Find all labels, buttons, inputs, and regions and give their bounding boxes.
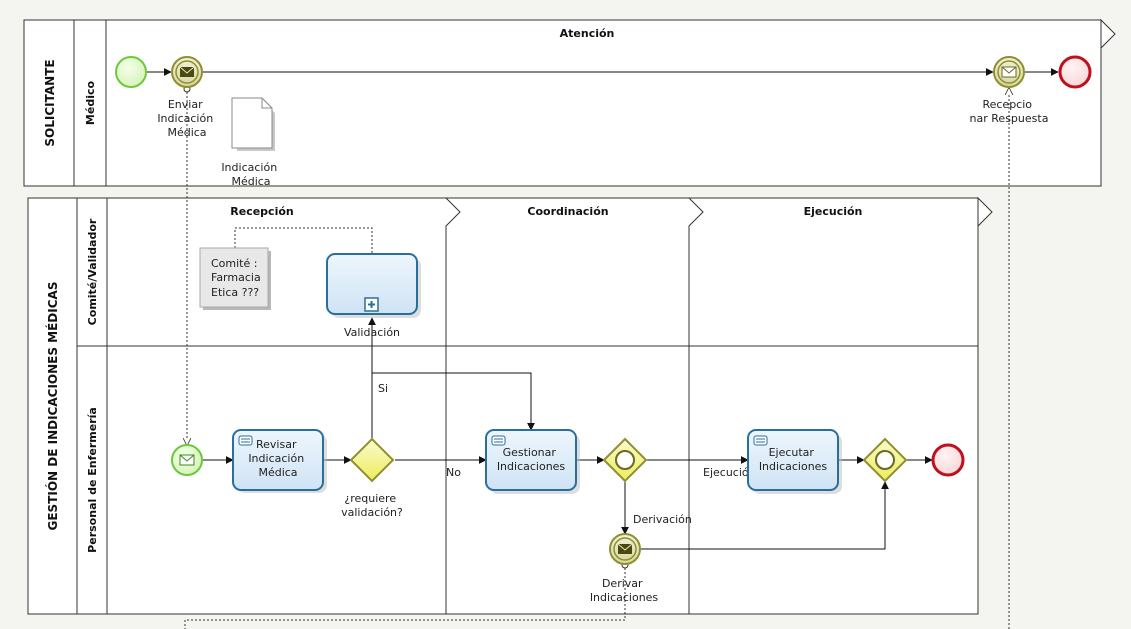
pool-title: GESTIÓN DE INDICACIONES MÉDICAS — [45, 282, 60, 531]
flow-label-yes: Si — [378, 382, 388, 395]
task-gestionar[interactable] — [485, 429, 580, 494]
document-icon[interactable] — [231, 97, 275, 151]
gateway-inclusive[interactable] — [602, 437, 648, 483]
phase-title: Coordinación — [527, 205, 608, 218]
derive-message-event[interactable] — [609, 533, 641, 565]
message-start-event[interactable] — [171, 444, 203, 476]
pool-solicitante: SOLICITANTE Médico Atención — [23, 18, 1116, 187]
lane-title: Comité/Validador — [86, 218, 99, 325]
task-revisar[interactable] — [232, 429, 327, 493]
flow-label-derivation: Derivación — [633, 513, 692, 526]
start-event[interactable] — [115, 56, 147, 88]
phase-title: Atención — [560, 27, 615, 40]
annotation-note[interactable] — [199, 247, 271, 310]
event-label: Derivar Indicaciones — [590, 577, 659, 604]
flow-label-no: No — [446, 466, 461, 479]
task-label: Gestionar Indicaciones — [497, 446, 566, 473]
subprocess-validacion[interactable] — [326, 253, 421, 318]
sequence-flows — [147, 68, 1059, 550]
receive-message-event[interactable] — [993, 56, 1025, 88]
flow-label-execution: Ejecución — [703, 466, 756, 479]
message-flows — [185, 88, 1009, 629]
task-ejecutar[interactable] — [747, 429, 842, 494]
phase-title: Ejecución — [804, 205, 863, 218]
event-label: Enviar Indicación Médica — [157, 98, 216, 139]
lane-title: Personal de Enfermería — [86, 407, 99, 553]
gateway-requiere-validacion[interactable] — [349, 437, 395, 483]
gateway-merge[interactable] — [862, 437, 908, 483]
task-label: Revisar Indicación Médica — [248, 438, 307, 479]
subprocess-label: Validación — [344, 326, 400, 339]
phase-title: Recepción — [230, 205, 293, 218]
end-event[interactable] — [1058, 55, 1092, 89]
task-label: Ejecutar Indicaciones — [759, 446, 828, 473]
pool-gestion: GESTIÓN DE INDICACIONES MÉDICAS Comité/V… — [27, 196, 993, 615]
gateway-label: ¿requiere validación? — [341, 492, 403, 519]
pool-title: SOLICITANTE — [43, 59, 57, 146]
event-label: Recepcio nar Respuesta — [970, 98, 1049, 125]
user-task-icon — [491, 435, 506, 446]
note-text: Comité : Farmacia Etica ??? — [211, 257, 264, 299]
user-task-icon — [238, 435, 253, 446]
end-event[interactable] — [931, 443, 965, 477]
lane-title: Médico — [84, 80, 97, 125]
user-task-icon — [753, 435, 768, 446]
document-label: Indicación Médica — [221, 161, 280, 188]
send-message-event[interactable] — [171, 56, 203, 88]
